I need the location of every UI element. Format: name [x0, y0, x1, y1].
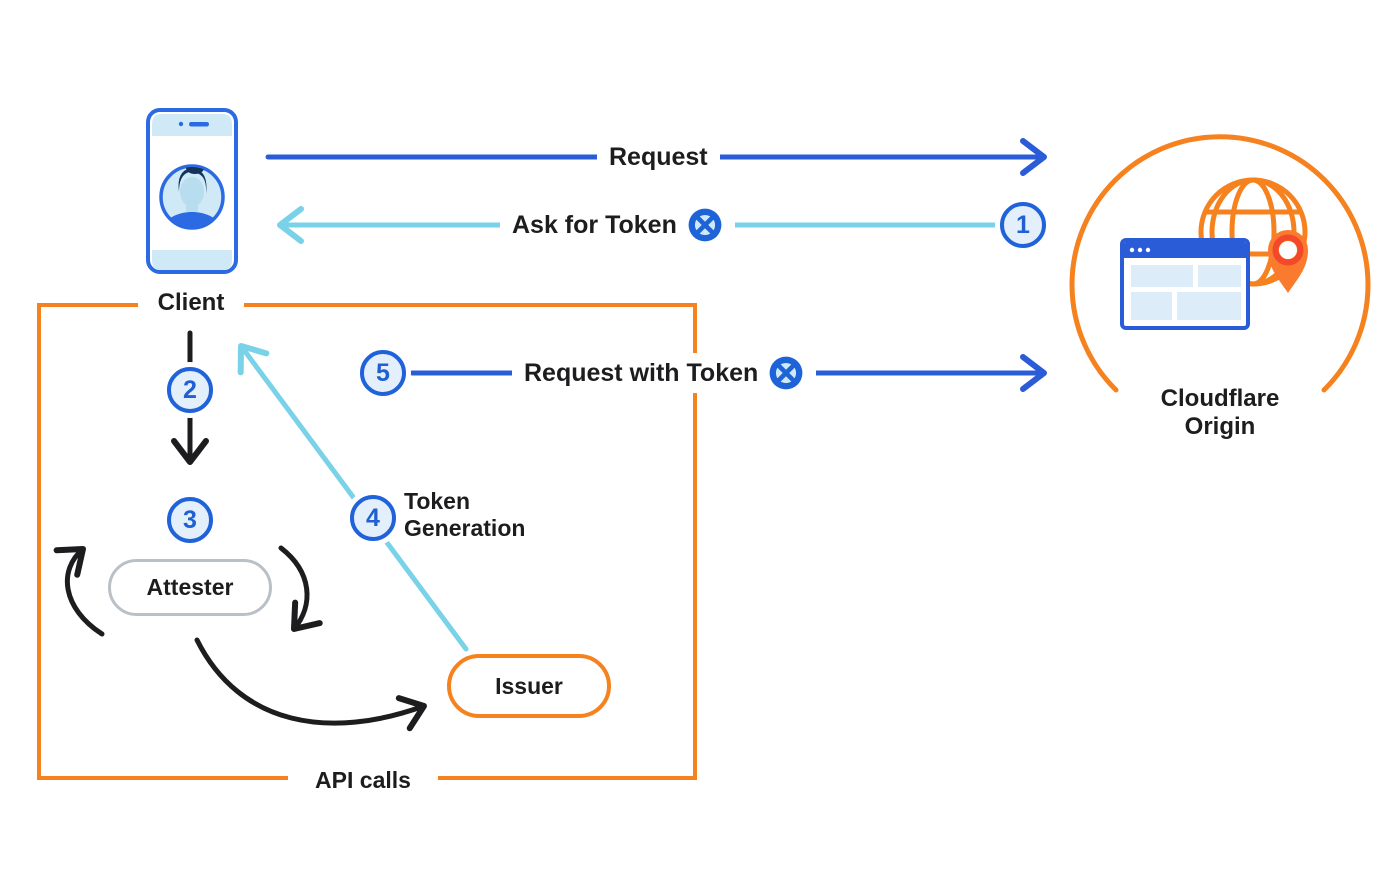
- browser-window-icon: [1120, 238, 1250, 330]
- request-label-text: Request: [609, 143, 708, 171]
- issuer-node: Issuer: [447, 654, 611, 718]
- attestation-loop-arrows: [53, 545, 427, 732]
- step-1-number: 1: [1016, 210, 1030, 239]
- step-5-number: 5: [376, 358, 390, 387]
- request-with-token-label-text: Request with Token: [524, 359, 759, 387]
- token-icon: [769, 356, 803, 390]
- step-circle-2: 2: [167, 367, 213, 413]
- ask-for-token-label: Ask for Token: [500, 205, 735, 245]
- api-calls-label: API calls: [288, 766, 438, 794]
- attester-node: Attester: [108, 559, 272, 616]
- api-calls-label-text: API calls: [315, 767, 411, 793]
- step-2-number: 2: [183, 375, 197, 404]
- token-generation-label: Token Generation: [404, 488, 529, 542]
- location-pin-icon: [1268, 230, 1308, 293]
- step-circle-3: 3: [167, 497, 213, 543]
- token-generation-arrow: [237, 343, 469, 652]
- phone-user-icon: [146, 108, 238, 274]
- cloudflare-origin-label: Cloudflare Origin: [1135, 385, 1305, 441]
- step-circle-1: 1: [1000, 202, 1046, 248]
- client-label-text: Client: [157, 289, 225, 316]
- step-circle-4: 4: [350, 495, 396, 541]
- step-3-number: 3: [183, 505, 197, 534]
- issuer-label: Issuer: [495, 672, 563, 699]
- request-label: Request: [597, 137, 720, 177]
- ask-for-token-label-text: Ask for Token: [512, 211, 677, 239]
- step-4-number: 4: [366, 503, 380, 532]
- attester-label: Attester: [146, 574, 234, 600]
- client-node-label: Client: [138, 289, 244, 317]
- cloudflare-origin-ring: [1069, 134, 1371, 393]
- request-with-token-label: Request with Token: [512, 353, 817, 393]
- token-generation-label-text: Token Generation: [404, 488, 526, 541]
- token-icon: [688, 208, 722, 242]
- cloudflare-origin-label-text: Cloudflare Origin: [1160, 385, 1280, 440]
- step-circle-5: 5: [360, 350, 406, 396]
